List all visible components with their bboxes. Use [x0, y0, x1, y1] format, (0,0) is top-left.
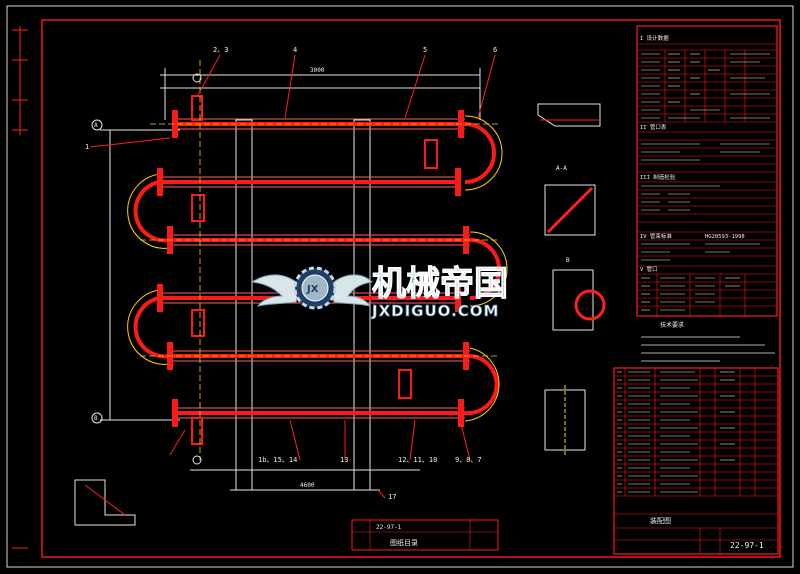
inner-frame: [41, 19, 781, 558]
callout-12-11-10: 12、11、10: [398, 456, 437, 464]
title-block-drawing-number: 22-97-1: [730, 541, 764, 550]
spec-section-2: II 管口表: [640, 123, 667, 131]
dimensions: 3000 4600: [300, 67, 325, 489]
watermark-logo: JX 机械帝国 JXDIGUO.COM: [250, 264, 509, 320]
notes-title: 技术要求: [660, 321, 684, 329]
callouts-top: 2、3 4 5 6 1: [85, 46, 497, 151]
dim-top: 3000: [310, 67, 325, 74]
callout-4: 4: [293, 46, 297, 54]
index-title: 图纸目录: [390, 538, 418, 547]
spec-section-5: V 管口: [640, 265, 658, 273]
parts-list: 装配图 22-97-1: [613, 367, 779, 555]
callout-1: 1: [85, 143, 89, 151]
detail-views: [74, 103, 606, 526]
callout-16-15-14: 1b、15、14: [258, 456, 297, 464]
dim-bottom: 4600: [300, 482, 315, 489]
index-box: 22-97-1 图纸目录: [351, 519, 499, 551]
detail-a-label: A-A: [556, 165, 567, 172]
circle-marks: A B: [94, 122, 98, 422]
detail-b-label: B: [566, 257, 570, 264]
spec-section-1: I 设计数据: [640, 34, 669, 42]
margin-ticks: [12, 26, 28, 549]
brand-en: JXDIGUO.COM: [371, 302, 499, 320]
callout-17: 17: [388, 493, 396, 501]
callout-2-3: 2、3: [213, 46, 228, 54]
index-number: 22-97-1: [376, 524, 402, 531]
mark-a: A: [94, 122, 98, 129]
title-block-label: 装配图: [650, 516, 671, 525]
callout-5: 5: [423, 46, 427, 54]
left-wing-icon: [250, 274, 301, 307]
callout-6: 6: [493, 46, 497, 54]
callouts-bottom: 1b、15、14 13 12、11、10 9、8、7 17: [258, 456, 482, 501]
callout-13: 13: [340, 456, 348, 464]
right-wing-icon: [329, 274, 374, 307]
callout-9-8-7: 9、8、7: [455, 456, 482, 464]
spec-panel: I 设计数据 II 管口表 III 制造检验 IV 管束标准 HG20593-1…: [636, 25, 778, 317]
spec-section-3: III 制造检验: [640, 173, 676, 181]
outer-frame: [6, 5, 794, 568]
technical-notes: 技术要求: [641, 321, 775, 362]
brand-cn: 机械帝国: [372, 264, 508, 304]
mark-b: B: [94, 415, 98, 422]
heat-exchanger-assembly: [89, 54, 508, 499]
emblem-text: JX: [306, 284, 319, 295]
spec-section-4: IV 管束标准: [640, 232, 672, 240]
spec-standard: HG20593-1998: [705, 234, 745, 240]
